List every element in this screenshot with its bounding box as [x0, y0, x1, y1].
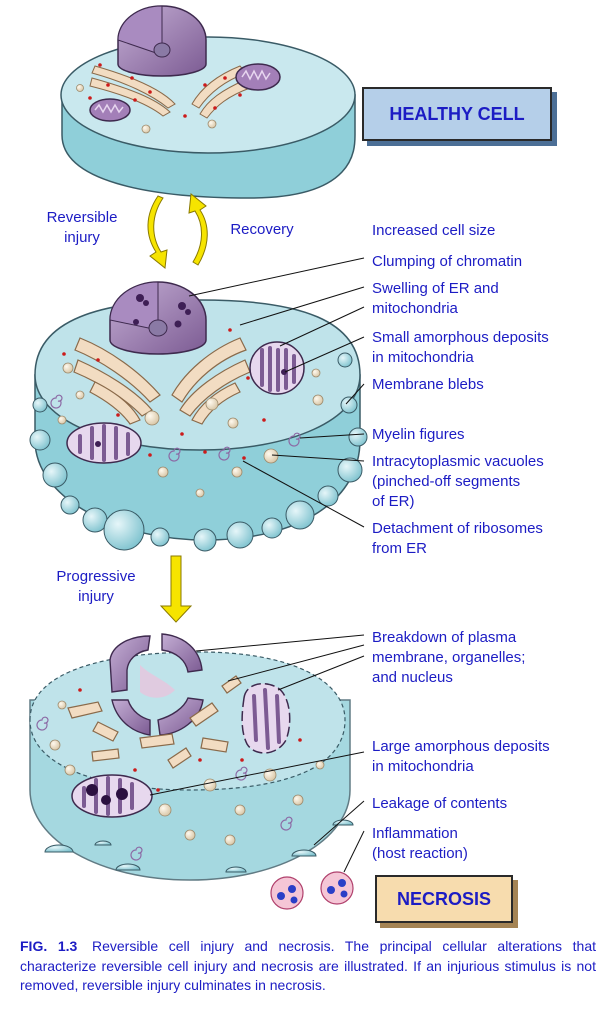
recovery-label: Recovery	[230, 221, 294, 238]
necrosis-box: NECROSIS	[375, 875, 513, 923]
healthy-nucleus	[117, 5, 207, 77]
reversible-injury-label: Reversible injury	[46, 209, 118, 246]
reversible-injury-arrow	[147, 195, 168, 269]
progressive-injury-label: Progressive injury	[56, 568, 136, 605]
necrotic-cell	[29, 633, 354, 881]
healthy-ribosomes	[88, 63, 242, 118]
label-detachment-ribosomes: Detachment of ribosomes from ER	[372, 520, 543, 557]
healthy-cell-box: HEALTHY CELL	[362, 87, 552, 141]
label-leakage: Leakage of contents	[372, 795, 508, 812]
membrane-blebs	[29, 352, 368, 552]
healthy-er	[89, 65, 251, 119]
label-myelin-figures: Myelin figures	[372, 426, 465, 443]
label-vacuoles: Intracytoplasmic vacuoles (pinched-off s…	[372, 453, 544, 510]
chromatin-clumps	[133, 294, 191, 328]
necrotic-vacuoles	[49, 700, 325, 846]
healthy-mitochondria	[89, 63, 281, 122]
detached-ribosomes	[62, 328, 266, 460]
label-swelling-er: Swelling of ER and mitochondria	[372, 280, 499, 317]
large-amorphous-deposits	[86, 784, 128, 805]
ruptured-mitochondria	[71, 682, 291, 818]
necrotic-myelin	[36, 716, 293, 861]
intracytoplasmic-vacuoles	[57, 362, 324, 498]
caption-text: Reversible cell injury and necrosis. The…	[20, 938, 596, 993]
inflammatory-cells	[270, 871, 354, 910]
figure-number: FIG. 1.3	[20, 938, 78, 954]
transition-arrows-top	[147, 193, 208, 269]
label-increased-cell-size: Increased cell size	[372, 222, 496, 239]
leakage-droplets	[44, 819, 354, 873]
healthy-vesicles	[76, 84, 217, 134]
label-membrane-blebs: Membrane blebs	[372, 376, 484, 393]
label-inflammation: Inflammation (host reaction)	[372, 825, 468, 862]
myelin-figures	[50, 394, 301, 462]
leader-lines	[149, 257, 365, 873]
broken-er	[67, 675, 242, 769]
label-large-deposits: Large amorphous deposits in mitochondria	[372, 738, 550, 775]
progressive-injury-arrow	[159, 555, 193, 623]
necrotic-ribosomes	[78, 688, 302, 792]
injured-nucleus	[109, 281, 207, 355]
recovery-arrow	[188, 193, 208, 266]
label-breakdown: Breakdown of plasma membrane, organelles…	[372, 629, 526, 686]
injured-mitochondria	[66, 341, 305, 464]
fragmented-nucleus	[109, 633, 204, 736]
figure-caption: FIG. 1.3 Reversible cell injury and necr…	[20, 937, 596, 996]
healthy-cell	[60, 5, 356, 199]
label-clumping-chromatin: Clumping of chromatin	[372, 253, 523, 270]
label-small-deposits: Small amorphous deposits in mitochondria	[372, 329, 549, 366]
injured-cell	[29, 281, 368, 552]
